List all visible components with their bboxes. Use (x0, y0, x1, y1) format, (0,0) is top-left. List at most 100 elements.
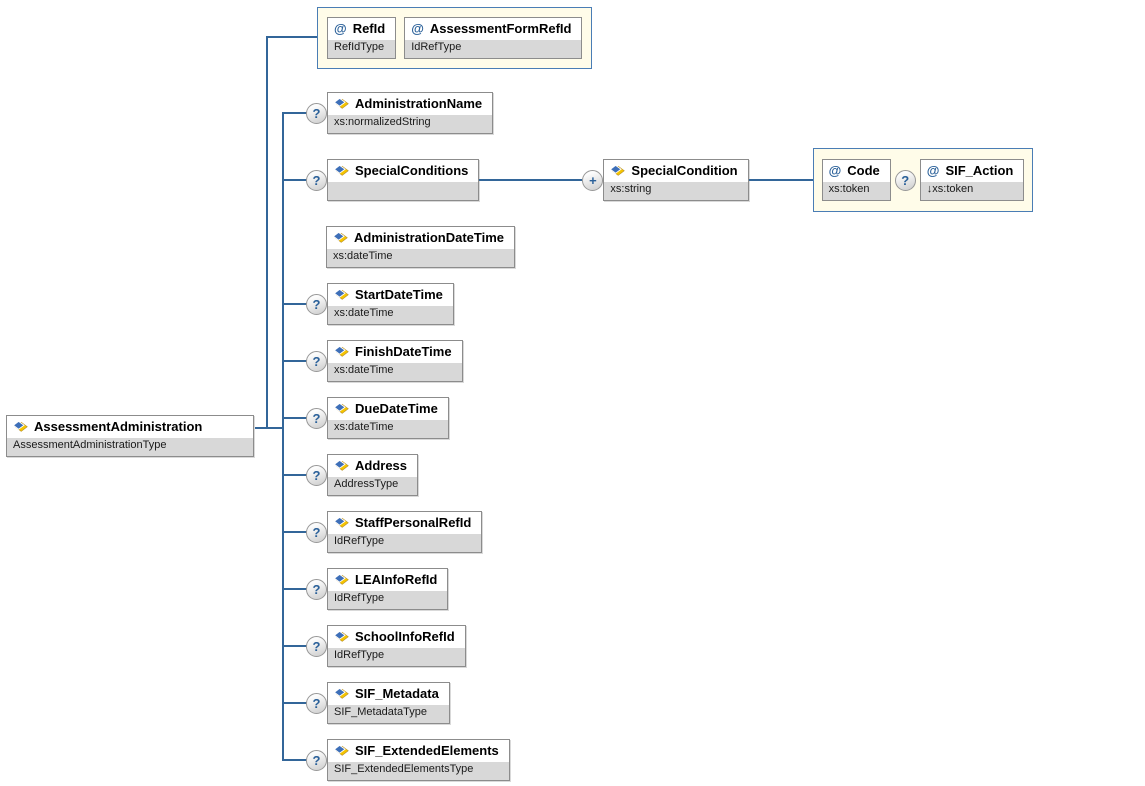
row-sif-metadata: ? SIF_Metadata SIF_MetadataType (306, 682, 450, 724)
connector-stub (282, 645, 308, 647)
connector-stub (282, 702, 308, 704)
element-sif-extendedelements[interactable]: SIF_ExtendedElements SIF_ExtendedElement… (327, 739, 510, 781)
optional-marker[interactable]: ? (306, 350, 327, 372)
element-icon (334, 98, 349, 109)
element-type: xs:dateTime (327, 248, 515, 267)
optional-marker[interactable]: ? (306, 102, 327, 124)
optional-marker[interactable]: ? (306, 578, 327, 600)
element-type: xs:string (604, 181, 748, 200)
element-icon (334, 631, 349, 642)
element-type: xs:normalizedString (328, 114, 493, 133)
optional-marker[interactable]: ? (306, 635, 327, 657)
connector-attr-horizontal (266, 36, 318, 38)
element-finishdatetime[interactable]: FinishDateTime xs:dateTime (327, 340, 463, 382)
row-administrationdatetime: AdministrationDateTime xs:dateTime (326, 226, 516, 268)
attribute-icon: @ (411, 21, 424, 36)
element-name: SpecialConditions (355, 163, 469, 178)
optional-marker[interactable]: ? (306, 293, 327, 315)
element-schoolinforefid[interactable]: SchoolInfoRefId IdRefType (327, 625, 466, 667)
row-duedatetime: ? DueDateTime xs:dateTime (306, 397, 449, 439)
row-staffpersonalrefid: ? StaffPersonalRefId IdRefType (306, 511, 483, 553)
attribute-code[interactable]: @ Code xs:token (821, 159, 891, 201)
attribute-icon: @ (926, 163, 940, 178)
optional-marker[interactable]: ? (306, 169, 327, 191)
row-administrationname: ? AdministrationName xs:normalizedString (306, 92, 494, 134)
connector-root-stub (252, 427, 284, 429)
attribute-assessmentformrefid[interactable]: @ AssessmentFormRefId IdRefType (404, 17, 583, 59)
element-icon (334, 574, 349, 585)
element-administrationdatetime[interactable]: AdministrationDateTime xs:dateTime (326, 226, 516, 268)
connector-stub (282, 179, 308, 181)
attribute-type: ↓xs:token (920, 181, 1024, 200)
element-icon (334, 165, 349, 176)
connector-stub (282, 588, 308, 590)
connector-stub (282, 474, 308, 476)
optional-marker[interactable]: ? (306, 464, 327, 486)
connector-stub (282, 303, 308, 305)
element-name: SIF_ExtendedElements (355, 743, 499, 758)
attribute-name: SIF_Action (945, 163, 1014, 178)
row-finishdatetime: ? FinishDateTime xs:dateTime (306, 340, 463, 382)
element-type: IdRefType (328, 533, 482, 552)
element-type: xs:dateTime (328, 362, 462, 381)
connector-line (479, 179, 583, 181)
element-type: AssessmentAdministrationType (7, 437, 253, 456)
element-type: xs:dateTime (328, 419, 448, 438)
element-specialcondition[interactable]: SpecialCondition xs:string (603, 159, 749, 201)
element-type: xs:dateTime (328, 305, 453, 324)
root-element-assessmentadministration[interactable]: AssessmentAdministration AssessmentAdmin… (6, 415, 254, 457)
element-startdatetime[interactable]: StartDateTime xs:dateTime (327, 283, 454, 325)
attribute-group-root: @ RefId RefIdType @ AssessmentFormRefId … (317, 7, 593, 69)
element-type: IdRefType (328, 590, 448, 609)
optional-marker[interactable]: ? (306, 749, 327, 771)
element-icon (334, 346, 349, 357)
repeat-marker[interactable]: + (582, 169, 604, 191)
element-name: FinishDateTime (355, 344, 452, 359)
element-type: AddressType (328, 476, 418, 495)
element-duedatetime[interactable]: DueDateTime xs:dateTime (327, 397, 449, 439)
row-address: ? Address AddressType (306, 454, 419, 496)
element-administrationname[interactable]: AdministrationName xs:normalizedString (327, 92, 494, 134)
attribute-type: RefIdType (328, 39, 396, 58)
connector-line (748, 179, 813, 181)
attribute-icon: @ (828, 163, 842, 178)
connector-stub (282, 759, 308, 761)
attribute-sif-action[interactable]: @ SIF_Action ↓xs:token (919, 159, 1025, 201)
element-sif-metadata[interactable]: SIF_Metadata SIF_MetadataType (327, 682, 450, 724)
element-name: LEAInfoRefId (355, 572, 438, 587)
connector-stub (282, 112, 308, 114)
element-name: SIF_Metadata (355, 686, 439, 701)
element-specialconditions[interactable]: SpecialConditions (327, 159, 480, 201)
element-name: StartDateTime (355, 287, 443, 302)
attribute-refid[interactable]: @ RefId RefIdType (327, 17, 397, 59)
element-name: AdministrationDateTime (354, 230, 505, 245)
optional-marker[interactable]: ? (306, 521, 327, 543)
element-type (328, 181, 479, 200)
element-name: DueDateTime (355, 401, 438, 416)
element-name: SpecialCondition (631, 163, 738, 178)
attribute-type: xs:token (822, 181, 890, 200)
element-icon (13, 421, 28, 432)
element-staffpersonalrefid[interactable]: StaffPersonalRefId IdRefType (327, 511, 483, 553)
element-name: AdministrationName (355, 96, 483, 111)
optional-marker[interactable]: ? (306, 407, 327, 429)
element-address[interactable]: Address AddressType (327, 454, 419, 496)
optional-marker[interactable]: ? (306, 692, 327, 714)
element-leainforefid[interactable]: LEAInfoRefId IdRefType (327, 568, 449, 610)
element-name: AssessmentAdministration (34, 419, 203, 434)
element-type: IdRefType (328, 647, 465, 666)
optional-marker[interactable]: ? (894, 169, 916, 191)
element-type: SIF_ExtendedElementsType (328, 761, 509, 780)
connector-attr-vertical (266, 36, 268, 429)
attribute-group-specialcondition: @ Code xs:token ? @ SIF_Action ↓xs:token (812, 148, 1034, 212)
element-icon (334, 460, 349, 471)
element-name: Address (355, 458, 408, 473)
element-icon (333, 232, 348, 243)
attribute-name: Code (847, 163, 880, 178)
element-icon (610, 165, 626, 176)
element-icon (334, 289, 349, 300)
element-type: SIF_MetadataType (328, 704, 449, 723)
connector-stub (282, 360, 308, 362)
attribute-type: IdRefType (405, 39, 582, 58)
row-sif-extendedelements: ? SIF_ExtendedElements SIF_ExtendedEleme… (306, 739, 510, 781)
